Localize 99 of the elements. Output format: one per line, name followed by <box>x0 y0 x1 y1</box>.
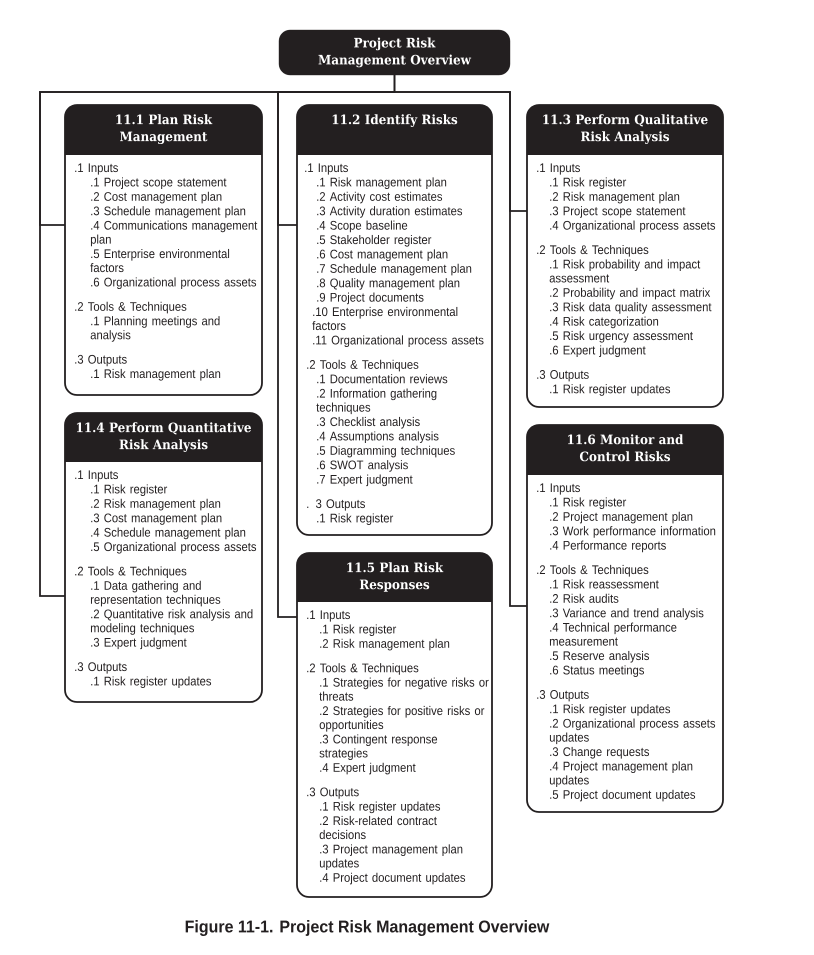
section-heading: .1 Inputs <box>75 470 118 482</box>
list-item: .2 Risk audits <box>550 594 618 603</box>
section-heading: .1 Inputs <box>537 163 580 175</box>
list-item: .11 Organizational process assets <box>313 335 484 347</box>
list-item: .4 Organizational process assets <box>550 220 716 232</box>
list-item: .1 Risk register updates <box>91 676 212 688</box>
list-item: .6 Cost management plan <box>317 249 448 261</box>
box-heading: 11.5 Plan Risk Responses <box>347 562 444 592</box>
list-item: .5 Enterprise environmental factors <box>90 248 230 272</box>
list-item: .6 Status meetings <box>550 665 644 677</box>
box-heading: 11.3 Perform Qualitative Risk Analysis <box>543 114 708 144</box>
list-item: .4 Technical performance measurement <box>550 622 676 646</box>
list-item: .2 Organizational process assets updates <box>550 718 716 744</box>
list-item: .8 Quality management plan <box>317 278 460 290</box>
section-heading: .2 Tools & Techniques <box>537 244 648 257</box>
list-item: .4 Risk categorization <box>550 316 658 328</box>
section-heading: . 3 Outputs <box>307 499 365 511</box>
section-heading: .2 Tools & Techniques <box>307 360 418 372</box>
list-item: .2 Risk management plan <box>550 192 680 204</box>
list-item: .9 Project documents <box>317 292 424 304</box>
list-item: .4 Expert judgment <box>320 762 416 774</box>
list-item: .4 Scope baseline <box>317 220 408 232</box>
list-item: .2 Risk-related contract decisions <box>320 816 437 840</box>
list-item: .1 Risk management plan <box>91 368 220 381</box>
list-item: .5 Project document updates <box>550 790 696 802</box>
list-item: .2 Information gathering techniques <box>316 388 436 414</box>
list-item: .2 Cost management plan <box>91 192 222 204</box>
list-item: .5 Diagramming techniques <box>317 446 455 458</box>
list-item: .1 Risk probability and impact assessment <box>550 259 700 283</box>
list-item: .10 Enterprise environmental factors <box>312 306 458 330</box>
list-item: .1 Project scope statement <box>91 177 226 189</box>
list-item: .3 Variance and trend analysis <box>550 608 704 620</box>
list-item: .3 Schedule management plan <box>91 206 246 218</box>
list-item: .1 Risk register <box>320 624 396 636</box>
list-item: .4 Communications management plan <box>90 220 258 246</box>
section-heading: .1 Inputs <box>305 163 348 175</box>
list-item: .1 Documentation reviews <box>317 374 448 384</box>
connector-line <box>394 75 527 607</box>
box-heading: 11.6 Monitor and Control Risks <box>568 434 684 462</box>
list-item: .1 Risk register <box>550 497 626 509</box>
list-item: .1 Risk register <box>550 177 626 189</box>
box-heading: 11.2 Identify Risks <box>332 114 458 127</box>
list-item: .2 Strategies for positive risks or opportunities <box>320 706 484 732</box>
list-item: .6 Organizational process assets <box>91 277 256 289</box>
overview-box: Project Risk Management Overview <box>278 30 510 76</box>
section-heading: .3 Outputs <box>75 662 127 674</box>
list-item: .7 Schedule management plan <box>317 264 472 276</box>
list-item: .1 Risk register updates <box>320 802 440 814</box>
list-item: .4 Project document updates <box>320 872 466 884</box>
list-item: .3 Activity duration estimates <box>317 206 462 218</box>
list-item: .1 Strategies for negative risks or threats <box>319 678 489 701</box>
list-item: .1 Planning meetings and analysis <box>90 316 220 342</box>
section-heading: .3 Outputs <box>537 370 589 382</box>
list-item: .2 Risk management plan <box>91 498 220 510</box>
section-heading: .1 Inputs <box>537 483 580 495</box>
list-item: .1 Risk management plan <box>317 177 446 189</box>
section-heading: .3 Outputs <box>75 354 127 366</box>
list-item: .5 Stakeholder register <box>317 234 432 247</box>
list-item: .3 Risk data quality assessment <box>550 302 712 314</box>
list-item: .1 Data gathering and representation techniques <box>90 580 220 606</box>
list-item: .4 Assumptions analysis <box>317 431 439 443</box>
list-item: .1 Risk register <box>317 513 394 525</box>
list-item: .4 Project management plan updates <box>550 761 692 787</box>
list-item: .6 SWOT analysis <box>317 460 408 472</box>
list-item: .3 Cost management plan <box>91 513 222 525</box>
list-item: .3 Project scope statement <box>550 206 686 218</box>
list-item: .6 Expert judgment <box>550 345 646 357</box>
list-item: .7 Expert judgment <box>317 474 413 486</box>
section-heading: .1 Inputs <box>307 610 350 622</box>
list-item: .4 Schedule management plan <box>91 528 246 540</box>
section-heading: .2 Tools & Techniques <box>537 564 648 577</box>
list-item: .1 Risk register updates <box>550 704 670 716</box>
section-heading: .3 Outputs <box>307 787 359 799</box>
list-item: .2 Activity cost estimates <box>317 192 442 204</box>
section-heading: .1 Inputs <box>75 163 118 175</box>
list-item: .4 Performance reports <box>550 540 666 552</box>
list-item: .3 Project management plan updates <box>320 844 462 870</box>
list-item: .2 Quantitative risk analysis and modeling techniques <box>90 609 252 635</box>
list-item: .5 Reserve analysis <box>550 650 650 663</box>
list-item: .2 Project management plan <box>550 512 692 524</box>
box-heading: 11.1 Plan Risk Management <box>116 114 212 144</box>
section-heading: .2 Tools & Techniques <box>307 663 418 675</box>
list-item: .1 Risk reassessment <box>550 579 659 589</box>
list-item: .3 Contingent response strategies <box>320 734 438 760</box>
list-item: .1 Risk register updates <box>550 384 670 396</box>
list-item: .2 Probability and impact matrix <box>550 288 710 300</box>
figure-caption: Figure 11-1. Project Risk Management Overview <box>186 920 550 936</box>
list-item: .3 Work performance information <box>550 526 716 538</box>
list-item: .5 Organizational process assets <box>91 542 256 554</box>
section-heading: .2 Tools & Techniques <box>75 302 186 314</box>
list-item: .5 Risk urgency assessment <box>550 330 693 343</box>
list-item: .1 Risk register <box>91 484 168 496</box>
section-heading: .2 Tools & Techniques <box>75 566 186 578</box>
box-heading: 11.4 Perform Quantitative Risk Analysis <box>76 422 251 452</box>
list-item: .3 Change requests <box>550 746 650 759</box>
list-item: .3 Expert judgment <box>91 638 187 650</box>
list-item: .3 Checklist analysis <box>317 416 420 429</box>
list-item: .2 Risk management plan <box>320 638 450 650</box>
section-heading: .3 Outputs <box>537 690 589 702</box>
